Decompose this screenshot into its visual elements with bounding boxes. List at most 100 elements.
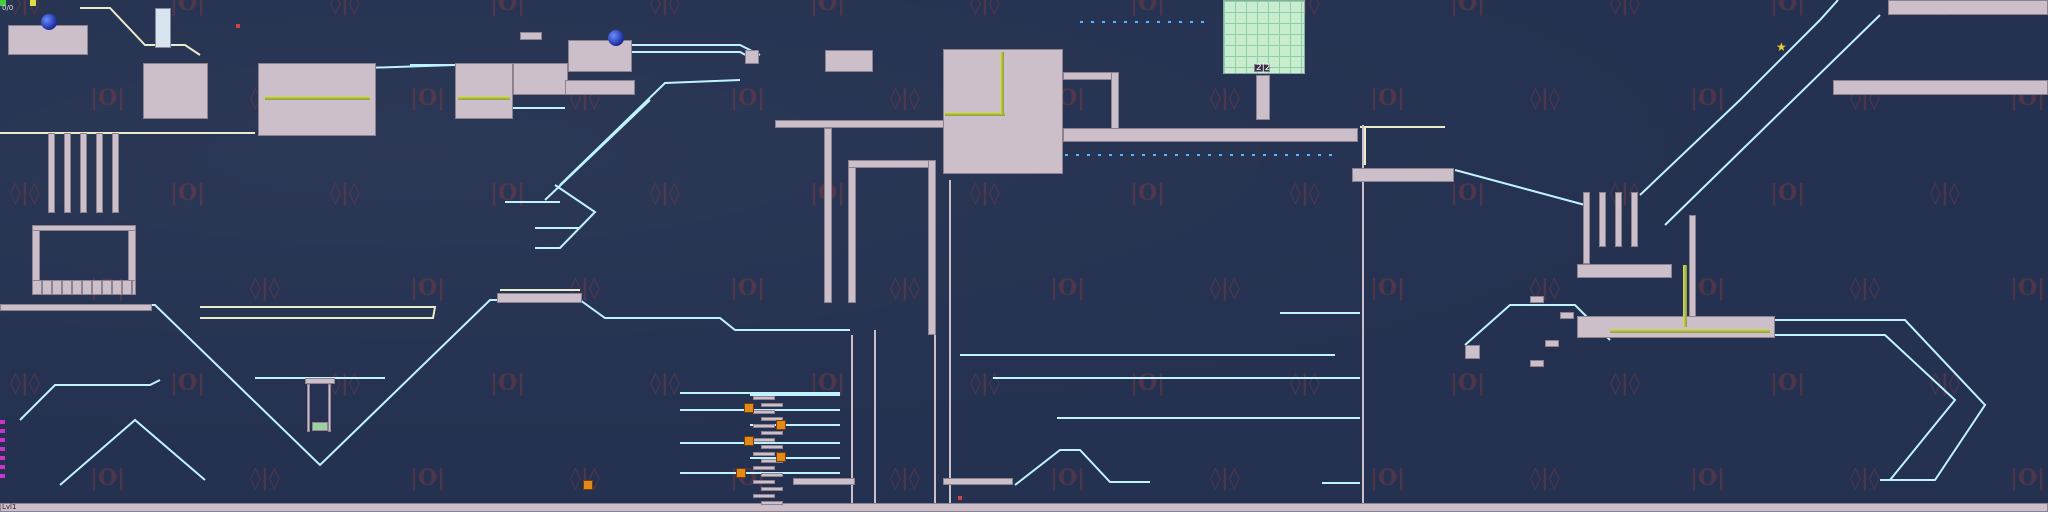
player-orb-1[interactable] xyxy=(41,14,57,30)
magenta-hazard-stack xyxy=(0,420,5,480)
bg-glyph: |O| xyxy=(730,85,765,111)
bg-glyph: |O| xyxy=(1770,0,1805,16)
bg-glyph: ◊|◊ xyxy=(250,465,280,491)
bg-glyph: ◊|◊ xyxy=(890,85,920,111)
stair-step xyxy=(761,431,783,435)
bg-glyph: |O| xyxy=(1770,180,1805,206)
stair-step xyxy=(753,452,775,456)
cage-bar-4 xyxy=(96,133,103,213)
bg-glyph: |O| xyxy=(1370,85,1405,111)
track-top-cable-2 xyxy=(630,44,761,56)
right-shelf xyxy=(1577,264,1672,278)
tower-conveyor-v xyxy=(1000,52,1004,114)
bg-glyph: ◊|◊ xyxy=(1290,370,1320,396)
bg-glyph: ◊|◊ xyxy=(330,180,360,206)
red-marker-1 xyxy=(236,24,240,28)
bg-glyph: ◊|◊ xyxy=(890,275,920,301)
coin-2[interactable] xyxy=(776,420,786,430)
coin-3[interactable] xyxy=(744,436,754,446)
ground-floor xyxy=(0,503,2048,512)
bg-glyph: ◊|◊ xyxy=(650,180,680,206)
bottom-left-tag: Lvl1 xyxy=(2,503,17,511)
bg-glyph: |O| xyxy=(410,465,445,491)
swing-l xyxy=(307,384,310,432)
track-mid-hill xyxy=(1014,449,1150,486)
bg-glyph: |O| xyxy=(1450,0,1485,16)
stair-step xyxy=(761,473,783,477)
conveyor-1 xyxy=(265,96,370,100)
tower-conveyor-h xyxy=(945,112,1005,116)
track-left-ramp xyxy=(0,299,580,467)
left-ledge xyxy=(0,304,152,311)
bg-glyph: |O| xyxy=(170,370,205,396)
stair-step xyxy=(761,403,783,407)
corner-counter: 0/0 xyxy=(2,4,14,12)
green-flag-icon xyxy=(0,0,6,6)
goal-grid[interactable] xyxy=(1223,0,1305,74)
bg-glyph: |O| xyxy=(1050,465,1085,491)
bg-glyph: ◊|◊ xyxy=(970,180,1000,206)
stair-step xyxy=(753,410,775,414)
track-diag-2 xyxy=(544,99,651,201)
plank-mid xyxy=(497,293,582,303)
bg-glyph: |O| xyxy=(810,0,845,16)
bg-glyph: |O| xyxy=(2010,275,2045,301)
bg-glyph: |O| xyxy=(90,465,125,491)
small-block-top xyxy=(520,32,542,40)
bg-glyph: |O| xyxy=(730,275,765,301)
right-conveyor xyxy=(1610,329,1770,333)
exit-door-icon[interactable] xyxy=(155,8,171,48)
bg-glyph: |O| xyxy=(1130,370,1165,396)
bg-glyph: ◊|◊ xyxy=(1210,85,1240,111)
frame-left xyxy=(848,160,856,303)
bg-glyph: |O| xyxy=(410,85,445,111)
cage-floor xyxy=(32,280,136,295)
bg-glyph: ◊|◊ xyxy=(1290,180,1320,206)
stair-step xyxy=(753,424,775,428)
right-conveyor-v xyxy=(1683,265,1687,327)
bg-glyph: ◊|◊ xyxy=(10,180,40,206)
plank-low-2 xyxy=(943,478,1013,485)
track-right-slope xyxy=(1454,169,1586,206)
bg-glyph: |O| xyxy=(1130,180,1165,206)
machine-box-2 xyxy=(455,63,513,119)
bg-glyph: |O| xyxy=(490,0,525,16)
step-block xyxy=(513,63,568,95)
stair-step xyxy=(761,501,783,505)
bg-glyph: ◊|◊ xyxy=(1530,85,1560,111)
track-right-v-2 xyxy=(1770,334,1957,481)
coin-6[interactable] xyxy=(583,480,593,490)
coin-4[interactable] xyxy=(776,452,786,462)
swing-top xyxy=(305,378,335,384)
track-right-diag-2 xyxy=(1664,14,1881,226)
right-tiny-4 xyxy=(1545,340,1559,347)
player-orb-2[interactable] xyxy=(608,30,624,46)
track-zigzag xyxy=(535,184,597,249)
door-counter: 2|2 xyxy=(1256,63,1271,73)
stair-step xyxy=(761,487,783,491)
bg-glyph: ◊|◊ xyxy=(1930,180,1960,206)
right-tiny-5 xyxy=(1530,360,1544,367)
right-top-bar-2 xyxy=(1833,80,2048,95)
stair-step xyxy=(753,494,775,498)
right-pillar-3 xyxy=(1615,192,1622,247)
bg-glyph: |O| xyxy=(2010,465,2045,491)
bridge-beam xyxy=(1063,128,1358,142)
red-marker-2 xyxy=(958,496,962,500)
step-block-2 xyxy=(565,80,635,95)
coin-5[interactable] xyxy=(736,468,746,478)
right-pillar-2 xyxy=(1599,192,1606,247)
bg-glyph: |O| xyxy=(1690,465,1725,491)
cage-bar-3 xyxy=(80,133,87,213)
bg-glyph: |O| xyxy=(810,370,845,396)
bg-glyph: ◊|◊ xyxy=(1610,370,1640,396)
bg-glyph: ◊|◊ xyxy=(1850,275,1880,301)
bg-glyph: ◊|◊ xyxy=(250,275,280,301)
coin-1[interactable] xyxy=(744,403,754,413)
bg-glyph: ◊|◊ xyxy=(890,465,920,491)
right-perch xyxy=(1352,168,1454,182)
bg-glyph: ◊|◊ xyxy=(1610,0,1640,16)
right-pillar-1 xyxy=(1583,192,1590,264)
